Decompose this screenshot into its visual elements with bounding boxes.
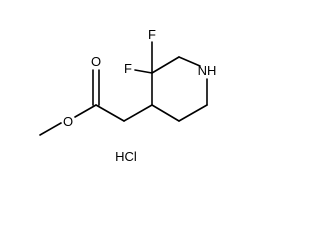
bond-c6-c5: [178, 104, 208, 122]
bond-ester-o-carbonyl-c: [74, 104, 97, 118]
bond-c3-f-left: [134, 69, 153, 74]
bond-c3-c2: [151, 56, 180, 74]
ring-nitrogen-label: NH: [198, 63, 217, 78]
bond-ch2-ring-c4: [123, 104, 153, 122]
bond-c5-c4: [151, 104, 180, 122]
ester-oxygen-label: O: [63, 114, 73, 129]
chemical-structure: O O F F NH HCl: [39, 27, 216, 164]
bond-methyl-ester-o: [39, 122, 62, 136]
salt-label: HCl: [115, 149, 137, 164]
atom-label-layer: O O F F NH: [63, 27, 216, 129]
bond-c2-n: [178, 56, 201, 67]
structure-canvas: O O F F NH HCl: [39, 27, 217, 164]
carbonyl-oxygen-label: O: [91, 54, 101, 69]
bond-layer: [39, 41, 208, 136]
bond-carbonyl-ch2: [95, 104, 125, 122]
fluorine-upper-label: F: [148, 27, 156, 42]
fluorine-left-label: F: [124, 61, 132, 76]
